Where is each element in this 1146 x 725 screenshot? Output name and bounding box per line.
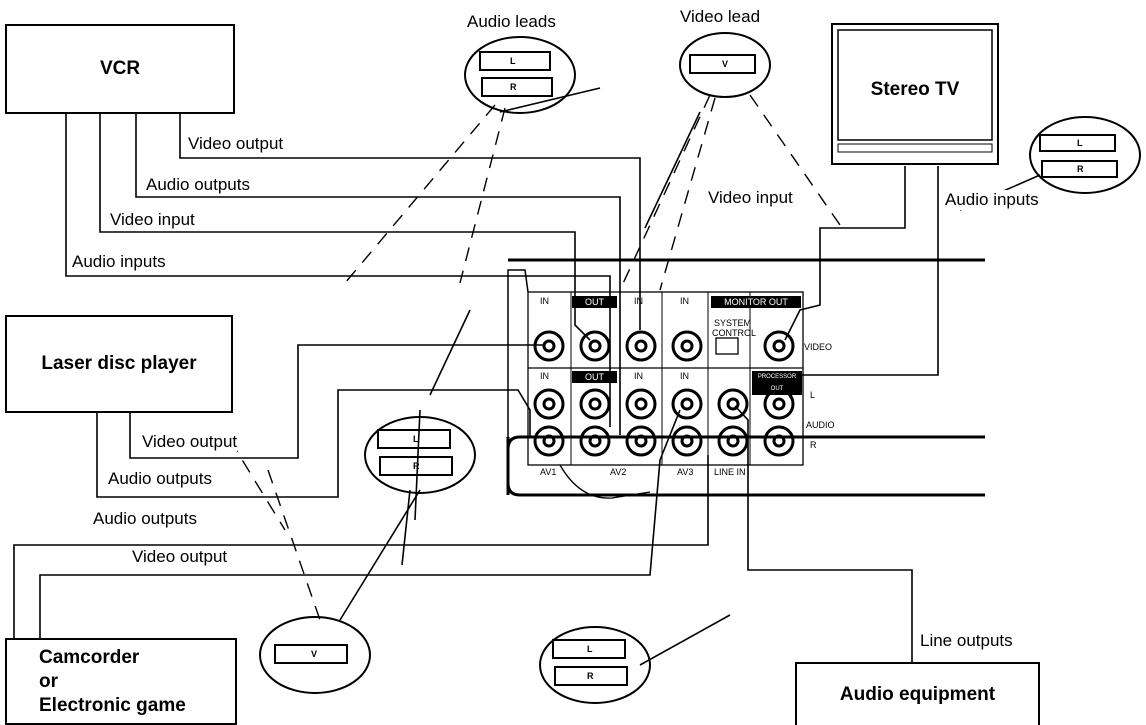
panel-video: VIDEO xyxy=(804,342,833,352)
plug-l-tv: L xyxy=(1077,138,1083,148)
panel-r: R xyxy=(810,440,817,450)
panel-out-top: OUT xyxy=(572,296,617,308)
plug-r-top: R xyxy=(510,82,517,92)
plug-r-bottom: R xyxy=(587,671,594,681)
panel-av1: AV1 xyxy=(540,467,557,477)
jack-row-middle xyxy=(533,388,795,420)
laser-cables xyxy=(96,344,545,498)
laser-disc-player-box: Laser disc player xyxy=(5,315,233,413)
camcorder-label-line3: Electronic game xyxy=(39,694,186,716)
stereo-tv-label: Stereo TV xyxy=(870,79,960,100)
panel-in-mid-1: IN xyxy=(540,371,549,381)
plug-l-mid: L xyxy=(413,434,419,444)
panel-in-mid-2: IN xyxy=(634,371,643,381)
camcorder-cables xyxy=(13,409,709,640)
panel-av3: AV3 xyxy=(677,467,694,477)
video-lead-oval-top xyxy=(679,32,771,98)
panel-in-top-1: IN xyxy=(540,296,549,306)
audio-leads-oval-bottom xyxy=(539,626,651,704)
audio-equipment-label: Audio equipment xyxy=(839,683,996,705)
plug-v-bottom: V xyxy=(311,649,318,659)
panel-control: CONTROL xyxy=(712,328,757,338)
audio-equipment-cables xyxy=(734,405,913,665)
panel-audio: AUDIO xyxy=(806,420,835,430)
plug-r-tv: R xyxy=(1077,164,1084,174)
audio-equipment-box: Audio equipment xyxy=(795,662,1040,725)
vcr-box: VCR xyxy=(5,24,235,114)
audio-leads-label: Audio leads xyxy=(467,12,556,31)
laser-video-output-label: Video output xyxy=(142,432,238,452)
plug-l-bottom: L xyxy=(587,644,593,654)
laser-disc-player-label: Laser disc player xyxy=(41,353,197,374)
video-lead-oval-bottom xyxy=(259,616,371,694)
panel-in-top-3: IN xyxy=(680,296,689,306)
lead-callout-lines xyxy=(229,94,841,621)
lead-pointer-lines xyxy=(339,87,1041,666)
line-outputs-label: Line outputs xyxy=(920,631,1013,651)
audio-leads-oval-mid xyxy=(364,416,476,494)
panel-processor-out: PROCESSOR OUT xyxy=(752,371,802,395)
panel-av2: AV2 xyxy=(610,467,627,477)
plug-l-top: L xyxy=(510,56,516,66)
jack-row-top xyxy=(533,330,795,362)
tv-body xyxy=(831,23,999,165)
receiver-rear-panel xyxy=(506,269,985,499)
camcorder-box: Camcorder or Electronic game xyxy=(5,638,237,725)
plug-v-top: V xyxy=(722,59,729,69)
vcr-video-input-label: Video input xyxy=(110,210,195,230)
camcorder-label-line1: Camcorder xyxy=(39,646,140,668)
cam-audio-outputs-label: Audio outputs xyxy=(93,509,197,529)
panel-in-top-2: IN xyxy=(634,296,643,306)
panel-line-in: LINE IN xyxy=(714,467,746,477)
tv-audio-inputs-label: Audio inputs xyxy=(945,190,1039,210)
audio-leads-oval-tv xyxy=(1029,116,1141,194)
panel-system: SYSTEM xyxy=(714,318,752,328)
jack-row-bottom xyxy=(533,425,795,457)
panel-in-mid-3: IN xyxy=(680,371,689,381)
tv-cables xyxy=(784,166,939,399)
vcr-video-output-label: Video output xyxy=(188,134,284,154)
stereo-tv-box: Stereo TV xyxy=(855,60,975,120)
vcr-label: VCR xyxy=(99,58,141,79)
laser-audio-outputs-label: Audio outputs xyxy=(108,469,212,489)
video-lead-label: Video lead xyxy=(680,7,761,26)
plug-r-mid: R xyxy=(413,461,420,471)
vcr-audio-inputs-label: Audio inputs xyxy=(72,252,166,272)
audio-leads-oval-top xyxy=(464,36,576,114)
cam-video-output-label: Video output xyxy=(132,547,228,567)
panel-monitor-out: MONITOR OUT xyxy=(711,296,801,308)
vcr-cables xyxy=(65,112,641,435)
panel-l: L xyxy=(810,390,816,400)
panel-out-mid: OUT xyxy=(572,371,617,383)
vcr-audio-outputs-label: Audio outputs xyxy=(146,175,250,195)
camcorder-label-line2: or xyxy=(39,670,58,692)
tv-video-input-label: Video input xyxy=(708,188,793,208)
